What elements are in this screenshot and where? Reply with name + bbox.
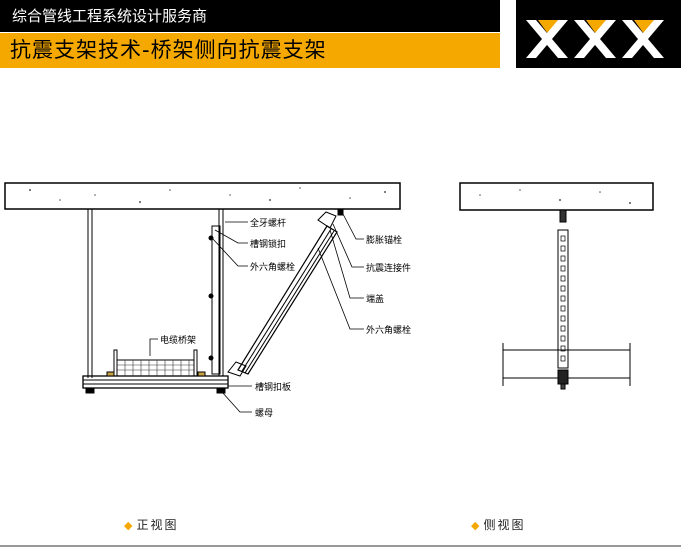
front-view — [4, 182, 401, 413]
caption-front-view: ◆正视图 — [124, 516, 178, 533]
logo-mark — [526, 20, 664, 58]
cable-tray — [116, 359, 195, 377]
label-threaded-rod: 全牙螺杆 — [250, 219, 287, 229]
side-view — [459, 182, 654, 390]
label-channel-lock: 槽钢锁扣 — [250, 240, 287, 250]
concrete-slab — [4, 182, 401, 210]
diamond-icon: ◆ — [124, 519, 135, 532]
label-channel-plate: 槽钢扣板 — [255, 383, 292, 393]
concrete-slab-side — [459, 182, 654, 211]
horizontal-channel — [82, 375, 229, 389]
page-title: 抗震支架技术-桥架侧向抗震支架 — [0, 33, 500, 68]
label-end-cap: 端盖 — [366, 295, 385, 305]
side-channel — [557, 229, 569, 369]
seismic-connector-top — [317, 211, 337, 229]
bottom-divider — [0, 545, 681, 547]
diamond-icon: ◆ — [471, 519, 482, 532]
expansion-anchor — [337, 208, 344, 216]
company-subtitle: 综合管线工程系统设计服务商 — [0, 0, 500, 32]
label-seismic-connector: 抗震连接件 — [366, 264, 412, 274]
caption-side-view: ◆侧视图 — [471, 516, 525, 533]
caption-front-text: 正视图 — [136, 518, 179, 532]
vertical-channel — [211, 225, 221, 375]
logo — [516, 0, 681, 68]
label-expansion-anchor: 膨胀锚栓 — [366, 236, 403, 246]
label-hex-bolt-2: 外六角螺栓 — [366, 326, 412, 336]
label-hex-bolt-1: 外六角螺栓 — [250, 263, 296, 273]
label-cable-tray: 电缆桥架 — [160, 336, 197, 346]
seismic-connector-bottom — [227, 361, 247, 377]
label-nut: 螺母 — [255, 409, 274, 419]
caption-side-text: 侧视图 — [483, 518, 526, 532]
